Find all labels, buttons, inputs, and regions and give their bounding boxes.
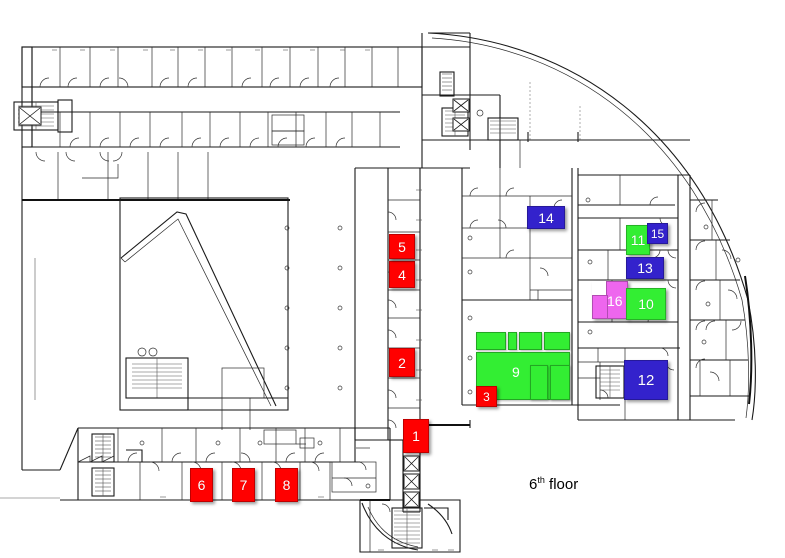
marker-13[interactable]: 13	[626, 257, 664, 279]
marker-4-label: 4	[398, 266, 406, 283]
marker-9-cell-1	[476, 332, 506, 350]
floor-word: floor	[544, 476, 579, 493]
marker-2[interactable]: 2	[389, 348, 415, 377]
marker-7[interactable]: 7	[232, 468, 255, 502]
floor-number: 6	[529, 476, 538, 493]
marker-9-cluster[interactable]: 9	[476, 332, 570, 400]
marker-4[interactable]: 4	[389, 261, 415, 288]
marker-10[interactable]: 10	[626, 288, 666, 320]
marker-5[interactable]: 5	[389, 234, 415, 259]
elevator-shaft-6	[18, 106, 42, 126]
plan-geometry	[0, 32, 756, 553]
marker-11-label: 11	[630, 232, 646, 248]
marker-3-label: 3	[483, 389, 490, 404]
marker-9-cell-3	[519, 332, 542, 350]
marker-12-label: 12	[637, 371, 655, 389]
marker-14-label: 14	[538, 209, 554, 226]
marker-16-part-lower	[592, 295, 608, 319]
marker-9-cell-6	[530, 365, 548, 400]
elevator-shaft-5	[452, 117, 470, 132]
marker-2-label: 2	[398, 354, 406, 371]
marker-9-cell-4	[544, 332, 570, 350]
marker-7-label: 7	[239, 477, 248, 493]
marker-10-label: 10	[638, 296, 654, 312]
marker-3[interactable]: 3	[476, 386, 497, 407]
marker-9-cell-7	[550, 365, 570, 400]
marker-8[interactable]: 8	[275, 468, 298, 502]
marker-14[interactable]: 14	[527, 206, 565, 229]
marker-15-label: 15	[650, 226, 665, 241]
floor-ordinal: th	[537, 475, 545, 485]
marker-16[interactable]: 16	[592, 281, 628, 319]
marker-12[interactable]: 12	[624, 360, 668, 400]
elevator-shaft-2	[403, 473, 420, 490]
marker-6[interactable]: 6	[190, 468, 213, 502]
marker-1-label: 1	[412, 428, 420, 444]
marker-16-label: 16	[607, 293, 623, 309]
marker-9-cell-2	[508, 332, 517, 350]
elevator-shaft-4	[452, 98, 470, 113]
elevator-shaft-1	[403, 455, 420, 472]
marker-9-label: 9	[512, 364, 520, 380]
marker-15[interactable]: 15	[647, 223, 668, 244]
marker-13-label: 13	[637, 260, 653, 276]
floor-label: 6th floor	[529, 475, 578, 493]
marker-6-label: 6	[197, 477, 206, 493]
marker-1[interactable]: 1	[403, 419, 429, 453]
marker-5-label: 5	[398, 238, 406, 255]
elevator-shaft-3	[403, 491, 420, 508]
marker-8-label: 8	[282, 477, 291, 493]
